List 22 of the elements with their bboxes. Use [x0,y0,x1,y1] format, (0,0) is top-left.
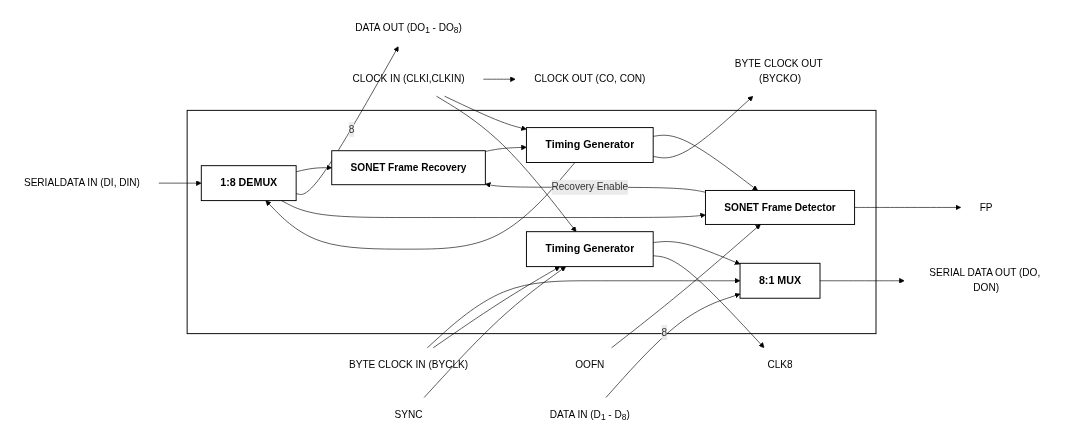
node-text: SYNC [394,408,423,420]
node-text: CLOCK OUT (CO, CON) [534,73,646,85]
node-box: 1:8 DEMUX [200,165,297,202]
edge-label: 8 [661,326,668,338]
edge-label: 8 [348,123,355,135]
node-text: SERIALDATA IN (DI, DIN) [23,177,140,189]
node-box: Timing Generator [525,231,654,268]
node-text: DATA IN (D$_{1}$ - D$_{8}$) [549,408,630,423]
node-text: DATA OUT (DO$_{1}$ - DO$_{8}$) [355,21,462,36]
node-box: SONET Frame Detector [705,190,856,225]
node-text: OOFN [575,359,605,370]
node-text: FP [979,201,993,213]
cluster [186,109,877,335]
node-text: CLOCK IN (CLKI,CLKIN) [352,73,465,85]
node-text: CLK8 [767,359,793,370]
node-box: Timing Generator [525,127,654,163]
node-box: 8:1 MUX [739,262,821,299]
edge-label: Recovery Enable [551,181,629,193]
node-text: BYTE CLOCK IN (BYCLK) [348,359,469,370]
node-text: BYTE CLOCK OUT (BYCKO) [734,58,823,85]
node-text: SERIAL DATA OUT (DO, DON) [929,267,1041,294]
node-box: SONET Frame Recovery [331,150,486,186]
